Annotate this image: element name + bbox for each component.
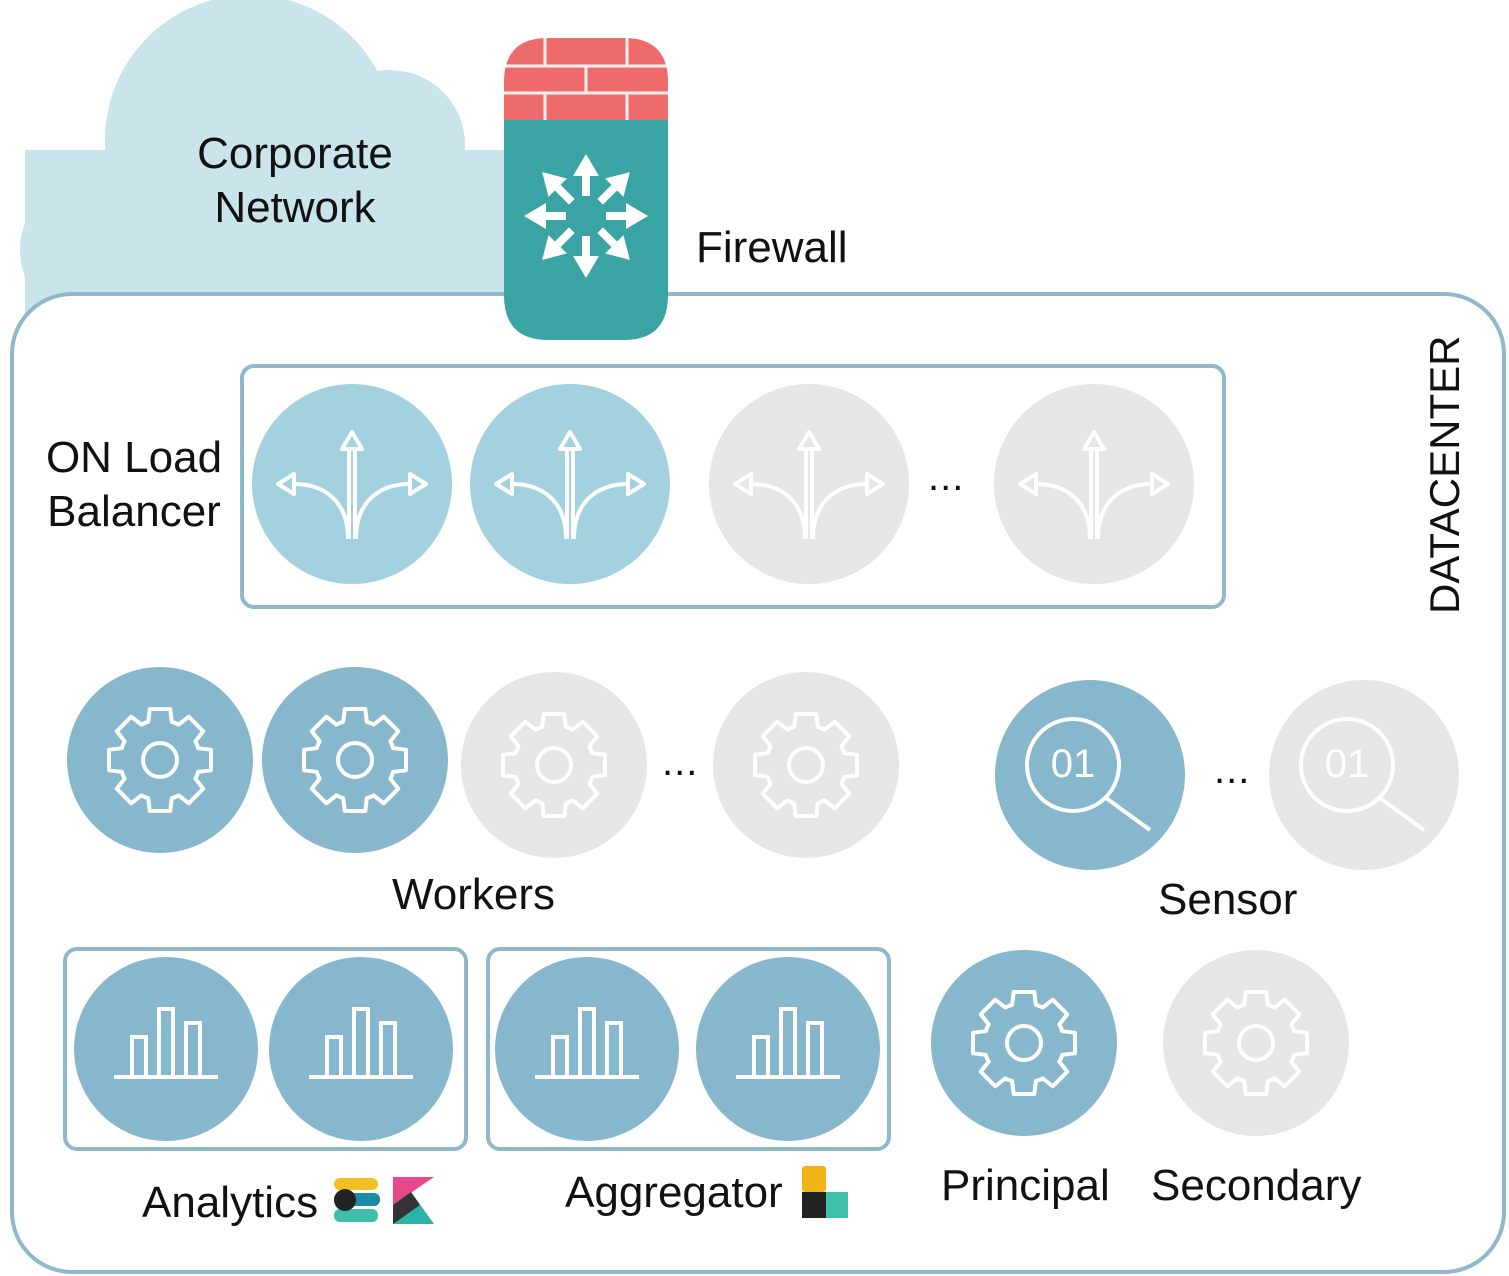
analytics-node-2 xyxy=(269,957,453,1141)
principal-label: Principal xyxy=(941,1161,1110,1210)
firewall-label: Firewall xyxy=(696,223,848,272)
sensor-2-icon-text: 01 xyxy=(1324,742,1370,786)
workers-ellipsis: ... xyxy=(662,740,699,784)
principal-node xyxy=(931,950,1117,1136)
worker-node-2 xyxy=(262,667,448,853)
logstash-logo-icon xyxy=(802,1166,848,1218)
load-balancer-group xyxy=(240,364,1226,609)
analytics-group xyxy=(63,947,468,1151)
worker-node-4 xyxy=(713,672,899,858)
sensor-node-2 xyxy=(1269,680,1459,870)
sensor-ellipsis: ... xyxy=(1214,748,1251,792)
load-balancer-ellipsis: ... xyxy=(928,455,965,499)
aggregator-label: Aggregator xyxy=(565,1168,783,1217)
secondary-label: Secondary xyxy=(1151,1161,1362,1210)
corporate-cloud xyxy=(20,0,525,325)
kibana-logo-icon xyxy=(393,1177,434,1224)
analytics-node-1 xyxy=(74,957,258,1141)
elasticsearch-logo-icon xyxy=(334,1178,380,1222)
workers-label: Workers xyxy=(392,870,555,919)
load-balancer-node-4 xyxy=(994,384,1194,584)
sensor-1-icon-text: 01 xyxy=(1050,742,1096,786)
load-balancer-label-line2: Balancer xyxy=(47,487,221,536)
cloud-label-line1: Corporate xyxy=(197,129,393,178)
load-balancer-node-1 xyxy=(252,384,452,584)
aggregator-group xyxy=(486,947,891,1151)
worker-node-3 xyxy=(461,672,647,858)
firewall-icon xyxy=(504,38,668,340)
secondary-node xyxy=(1163,950,1349,1136)
sensor-node-1 xyxy=(995,680,1185,870)
cloud-label-line2: Network xyxy=(214,183,376,232)
aggregator-node-2 xyxy=(696,957,880,1141)
aggregator-node-1 xyxy=(495,957,679,1141)
sensor-label: Sensor xyxy=(1158,875,1298,924)
worker-node-1 xyxy=(67,667,253,853)
load-balancer-node-3 xyxy=(709,384,909,584)
analytics-label: Analytics xyxy=(142,1178,319,1227)
load-balancer-label-line1: ON Load xyxy=(45,433,223,482)
load-balancer-node-2 xyxy=(470,384,670,584)
